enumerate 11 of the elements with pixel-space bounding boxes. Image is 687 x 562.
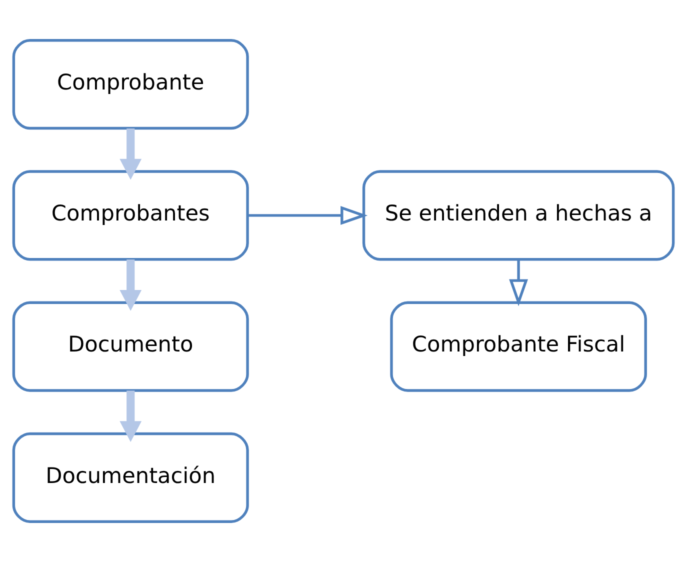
arrow [120,260,142,311]
node-box: Comprobantes [12,170,249,261]
node-box: Comprobante [12,39,249,130]
arrow [120,390,142,442]
node-box: Documentación [12,432,249,523]
node-box: Se entienden a hechas a [362,170,675,261]
arrow [509,260,528,306]
arrow [120,128,142,180]
arrow [248,206,368,225]
node-box: Comprobante Fiscal [390,301,647,392]
node-box: Documento [12,301,249,392]
